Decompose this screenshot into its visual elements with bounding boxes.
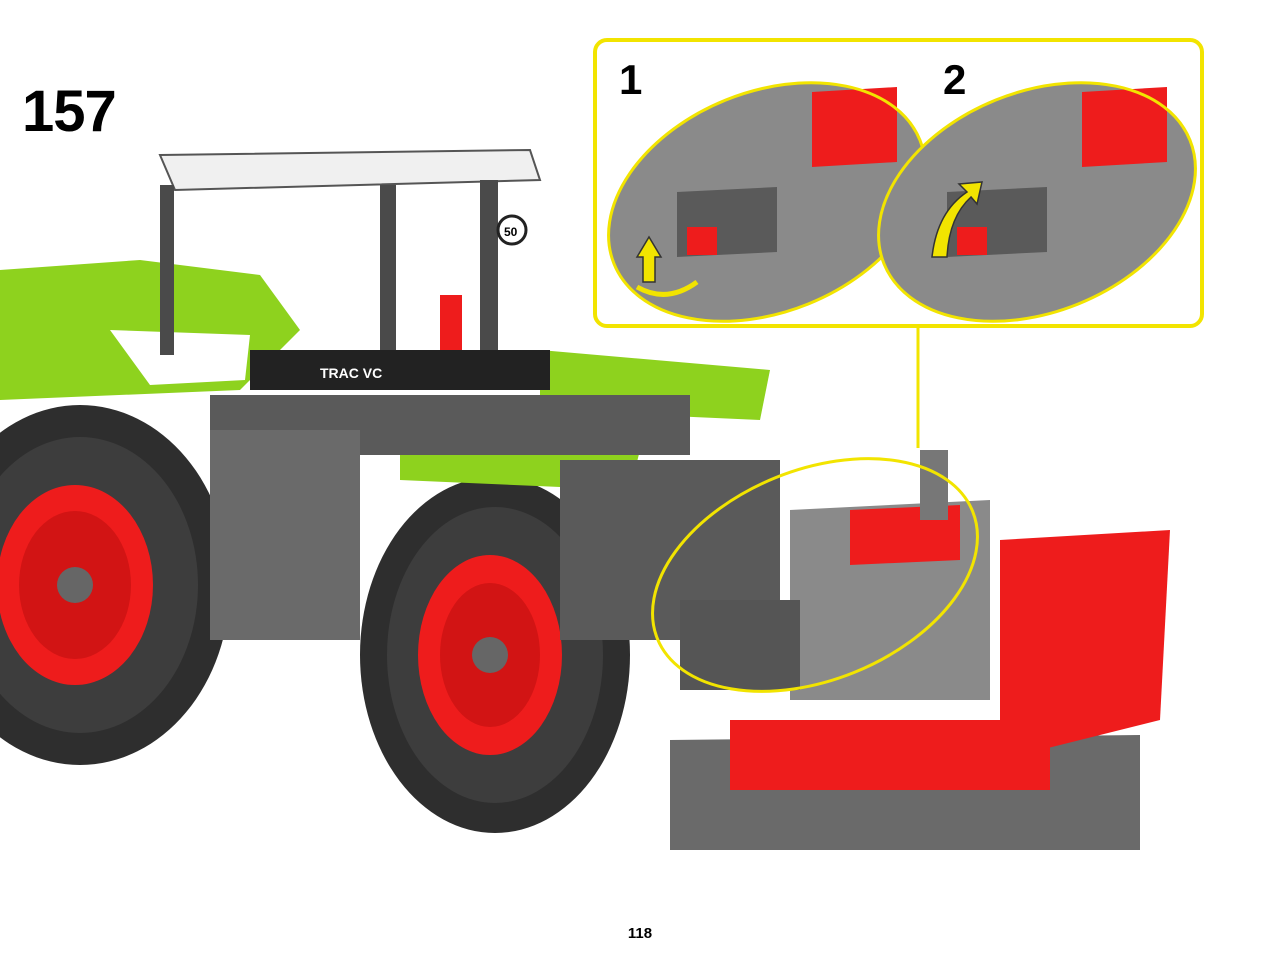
rear-wheel (0, 405, 230, 765)
front-implement (670, 450, 1170, 850)
cab: TRAC VC 50 (158, 148, 550, 390)
step-number: 157 (22, 79, 117, 144)
substep-1-view (607, 81, 927, 323)
up-arrow-icon (635, 235, 663, 283)
highlight-ellipse (651, 457, 979, 693)
speed-sign-text: 50 (504, 225, 518, 239)
page-number: 118 (627, 925, 653, 942)
decal-text: TRAC VC (320, 365, 382, 381)
rotate-arrow-icon (635, 279, 699, 297)
curved-up-arrow-icon (931, 181, 983, 258)
callout-detail-views (607, 81, 1197, 323)
substep-2-view (877, 81, 1197, 323)
substep-2-number: 2 (943, 56, 967, 103)
substep-1-number: 1 (619, 56, 643, 103)
tractor-body (0, 260, 780, 640)
callout-box: 1 2 (593, 38, 1204, 328)
